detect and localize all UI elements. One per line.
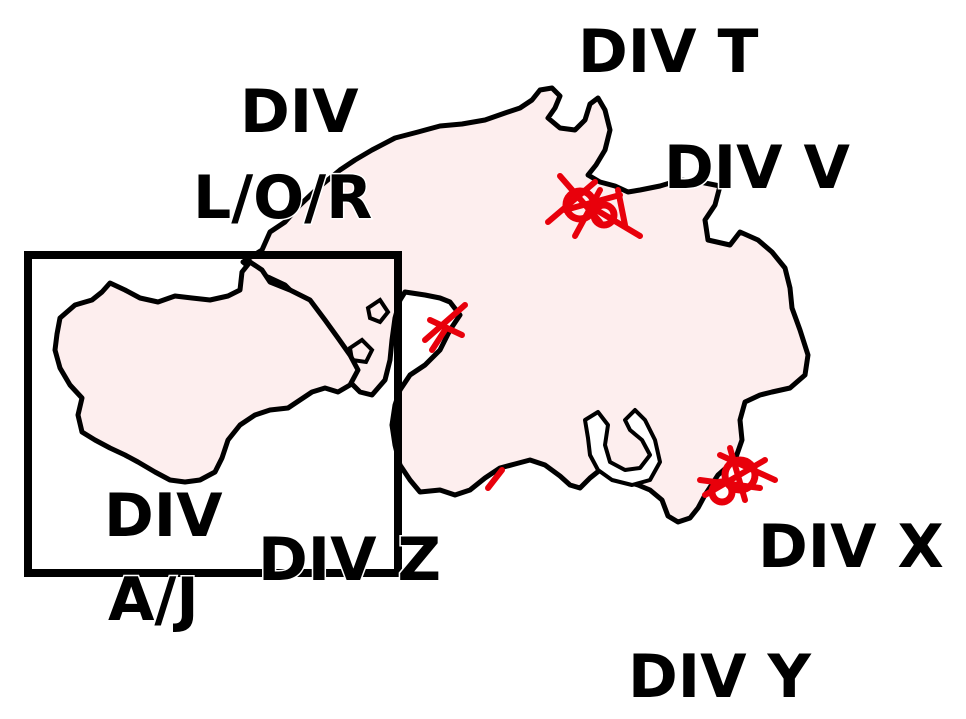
main-islet-2 [365,297,391,325]
label-div-x: DIV X [758,512,944,582]
main-island-landmass [240,85,811,525]
marker-cluster-west [422,302,468,353]
harbour-bay [583,408,662,487]
west-island-landmass [52,259,361,485]
label-div-aj-line1: DIV [104,481,223,551]
marker-cluster-north [545,173,643,239]
marker-cluster-southeast [697,445,778,506]
label-div-aj-line2: A/J [108,565,199,635]
label-div-z: DIV Z [258,525,441,595]
label-div-lor-line1: DIV [240,77,359,147]
marker-cluster-south [485,467,505,491]
red-cross-marker-icon [422,173,778,506]
label-div-v: DIV V [664,133,850,203]
inset-frame [24,251,402,577]
label-div-t: DIV T [578,17,758,87]
label-div-y: DIV Y [628,642,812,712]
label-div-lor-line2: L/O/R [193,163,372,233]
